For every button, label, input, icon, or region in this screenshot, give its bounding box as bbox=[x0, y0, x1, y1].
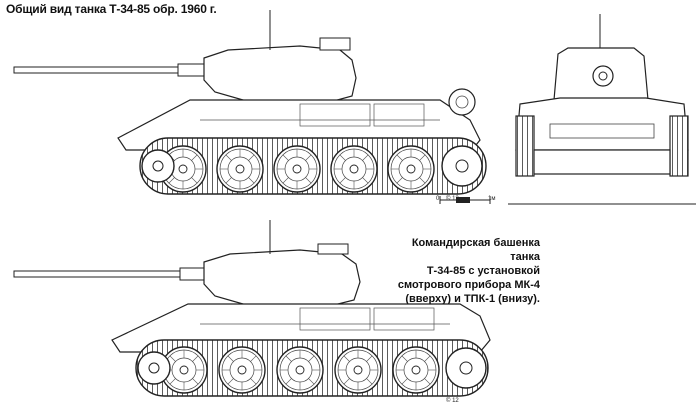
bow-details bbox=[549, 123, 655, 139]
caption-line: (вверху) и ТПК-1 (внизу). bbox=[405, 293, 540, 305]
hull-details bbox=[200, 307, 450, 331]
fuel-drum bbox=[448, 88, 476, 116]
tank-side-view-bottom bbox=[13, 220, 491, 397]
idler-wheel bbox=[141, 149, 175, 183]
drive-sprocket bbox=[441, 145, 483, 187]
tank-side-view-top bbox=[13, 10, 487, 195]
track-left bbox=[515, 115, 535, 177]
caption-line: смотрового прибора МК-4 bbox=[397, 279, 540, 291]
scale-zero-label: 0 bbox=[436, 196, 440, 202]
tank-front-view bbox=[508, 14, 696, 205]
drive-sprocket bbox=[445, 347, 487, 389]
gun-barrel bbox=[13, 267, 205, 281]
track-right bbox=[669, 115, 689, 177]
lower-hull bbox=[533, 149, 671, 175]
turret bbox=[203, 249, 361, 307]
commander-cupola bbox=[317, 243, 349, 255]
gun-barrel bbox=[13, 63, 205, 77]
signature-bottom: © 12 bbox=[446, 398, 459, 404]
scale-unit-label: 1м bbox=[488, 196, 496, 202]
gun-mantlet bbox=[592, 65, 614, 87]
idler-wheel bbox=[137, 351, 171, 385]
page-title: Общий вид танка Т-34-85 обр. 1960 г. bbox=[6, 2, 217, 16]
signature-top: © 12 bbox=[446, 196, 459, 202]
caption-line: Т-34-85 с установкой bbox=[426, 265, 540, 277]
commander-cupola bbox=[319, 37, 351, 51]
caption: Командирская башенка танка Т-34-85 с уст… bbox=[380, 236, 540, 306]
scale-bar bbox=[439, 196, 491, 204]
hull-details bbox=[200, 103, 440, 127]
caption-line: Командирская башенка танка bbox=[411, 237, 540, 263]
turret bbox=[203, 45, 357, 103]
